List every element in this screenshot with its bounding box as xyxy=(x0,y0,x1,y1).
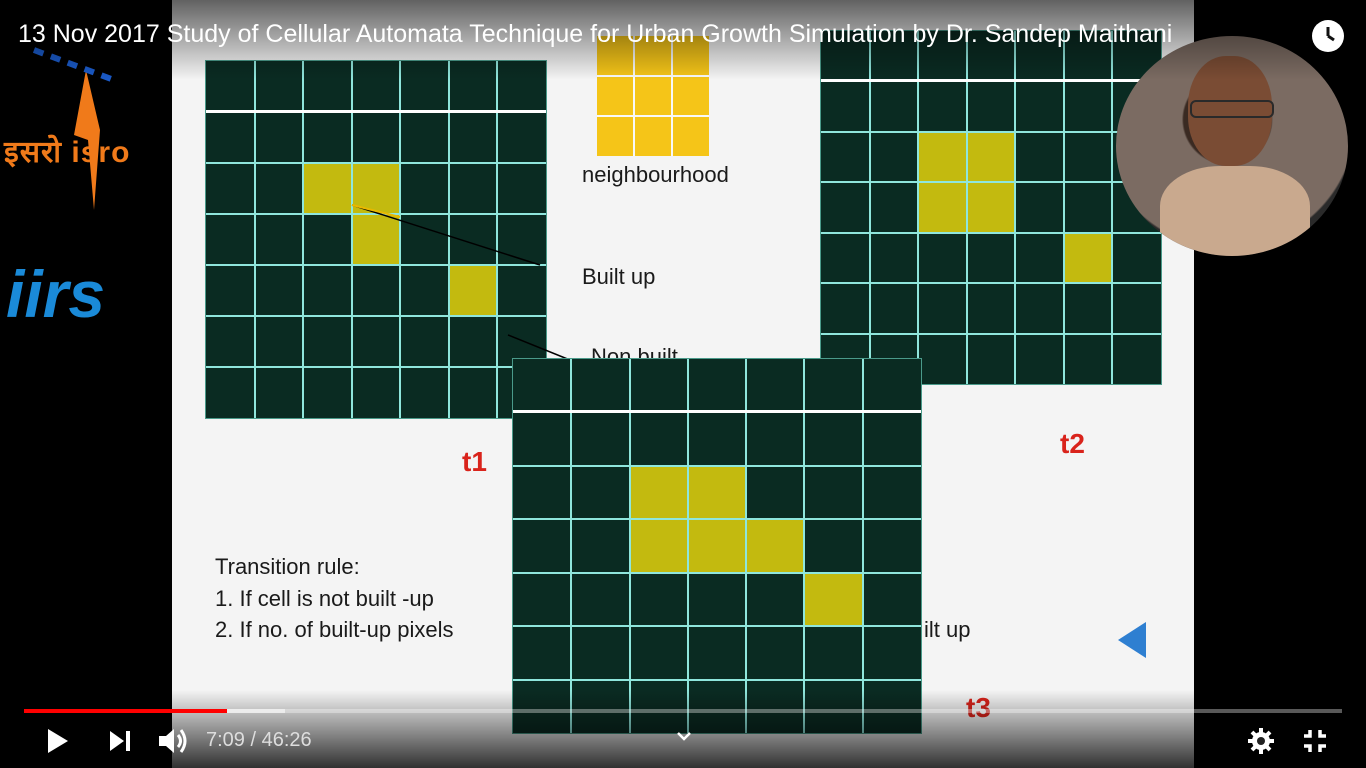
bottom-overlay xyxy=(0,690,1366,768)
grid-line xyxy=(821,130,1161,133)
volume-icon xyxy=(159,729,187,753)
grid-line xyxy=(821,282,1161,285)
built-up-cell xyxy=(1063,232,1113,284)
grid-line xyxy=(803,359,806,733)
grid-line xyxy=(206,213,546,215)
built-up-cell xyxy=(746,519,805,573)
grid-line xyxy=(302,61,305,418)
built-up-cell xyxy=(687,465,747,520)
grid-line xyxy=(917,31,920,384)
time-display: 7:09 / 46:26 xyxy=(206,729,312,752)
built-up-cell xyxy=(918,131,967,183)
time-separator: / xyxy=(244,729,262,751)
non-built-label: Non built xyxy=(591,344,678,360)
grid-line xyxy=(513,518,921,521)
grid-separator xyxy=(513,410,921,414)
built-up-cell xyxy=(629,519,688,573)
grid-line xyxy=(496,61,499,418)
built-up-cell xyxy=(629,465,688,520)
built-up-cell xyxy=(966,131,1016,183)
chevron-button[interactable] xyxy=(676,730,692,748)
grid-line xyxy=(633,36,636,156)
grid-line xyxy=(206,366,546,368)
volume-button[interactable] xyxy=(157,726,189,761)
grid-t2 xyxy=(820,30,1162,385)
rule-2: 2. If no. of built-up pixels xyxy=(215,617,454,642)
time-total: 46:26 xyxy=(261,729,312,751)
grid-line xyxy=(1111,31,1114,384)
next-button[interactable] xyxy=(108,729,132,758)
grid-line xyxy=(861,359,864,733)
iirs-logo: iirs xyxy=(6,256,105,332)
grid-line xyxy=(206,264,546,266)
next-icon xyxy=(110,731,130,751)
grid-line xyxy=(350,61,353,418)
exit-fullscreen-button[interactable] xyxy=(1302,728,1328,759)
grid-t1 xyxy=(205,60,547,419)
top-overlay xyxy=(0,0,1366,80)
clock-icon xyxy=(1326,27,1335,42)
grid-line xyxy=(628,359,631,733)
built-up-cell xyxy=(351,214,401,265)
grid-line xyxy=(447,61,450,418)
progress-bar[interactable] xyxy=(24,709,1342,713)
watch-later-button[interactable] xyxy=(1312,20,1344,52)
built-up-cell xyxy=(966,182,1016,233)
grid-separator xyxy=(821,79,1161,83)
exit-fullscreen-icon xyxy=(1304,730,1326,752)
grid-line xyxy=(821,181,1161,184)
grid-line xyxy=(965,31,968,384)
play-button[interactable] xyxy=(46,727,70,760)
built-up-cell xyxy=(351,163,401,214)
label-t2: t2 xyxy=(1060,428,1085,459)
grid-line xyxy=(513,678,921,681)
slide-back-icon xyxy=(1118,622,1146,658)
grid-line xyxy=(597,115,709,117)
grid-line xyxy=(821,332,1161,335)
neighbourhood-label: neighbourhood xyxy=(582,162,729,187)
grid-line xyxy=(686,359,689,733)
label-t1: t1 xyxy=(462,446,487,477)
built-up-cell xyxy=(303,163,352,214)
grid-line xyxy=(570,359,573,733)
grid-line xyxy=(253,61,256,418)
grid-separator xyxy=(206,110,546,113)
grid-line xyxy=(821,231,1161,234)
grid-line xyxy=(206,315,546,317)
pointer-arrows xyxy=(351,204,571,361)
grid-line xyxy=(513,625,921,628)
time-current: 7:09 xyxy=(206,729,245,751)
grid-line xyxy=(513,464,921,467)
gear-icon xyxy=(1248,728,1274,754)
played-bar xyxy=(24,709,227,713)
grid-line xyxy=(670,36,673,156)
play-icon xyxy=(48,729,68,753)
built-up-cell xyxy=(804,572,863,627)
rule-1: 1. If cell is not built -up xyxy=(215,586,434,611)
built-up-cell xyxy=(687,519,747,573)
rule-2-tail: ilt up xyxy=(924,617,971,642)
isro-logo: इसरो isro xyxy=(4,47,131,210)
iirs-logo-text: iirs xyxy=(6,257,106,331)
built-up-label: Built up xyxy=(582,264,656,289)
built-up-cell xyxy=(448,265,498,316)
built-up-cell xyxy=(918,182,967,233)
video-title[interactable]: 13 Nov 2017 Study of Cellular Automata T… xyxy=(18,20,1173,48)
grid-line xyxy=(206,162,546,164)
grid-line xyxy=(513,571,921,574)
grid-line xyxy=(745,359,748,733)
grid-line xyxy=(399,61,402,418)
grid-line xyxy=(868,31,871,384)
grid-t3 xyxy=(512,358,922,734)
grid-line xyxy=(1014,31,1017,384)
transition-heading: Transition rule: xyxy=(215,554,360,579)
grid-line xyxy=(1062,31,1065,384)
settings-button[interactable] xyxy=(1248,728,1274,759)
isro-logo-text: इसरो isro xyxy=(4,136,131,169)
chevron-down-icon xyxy=(677,732,691,741)
